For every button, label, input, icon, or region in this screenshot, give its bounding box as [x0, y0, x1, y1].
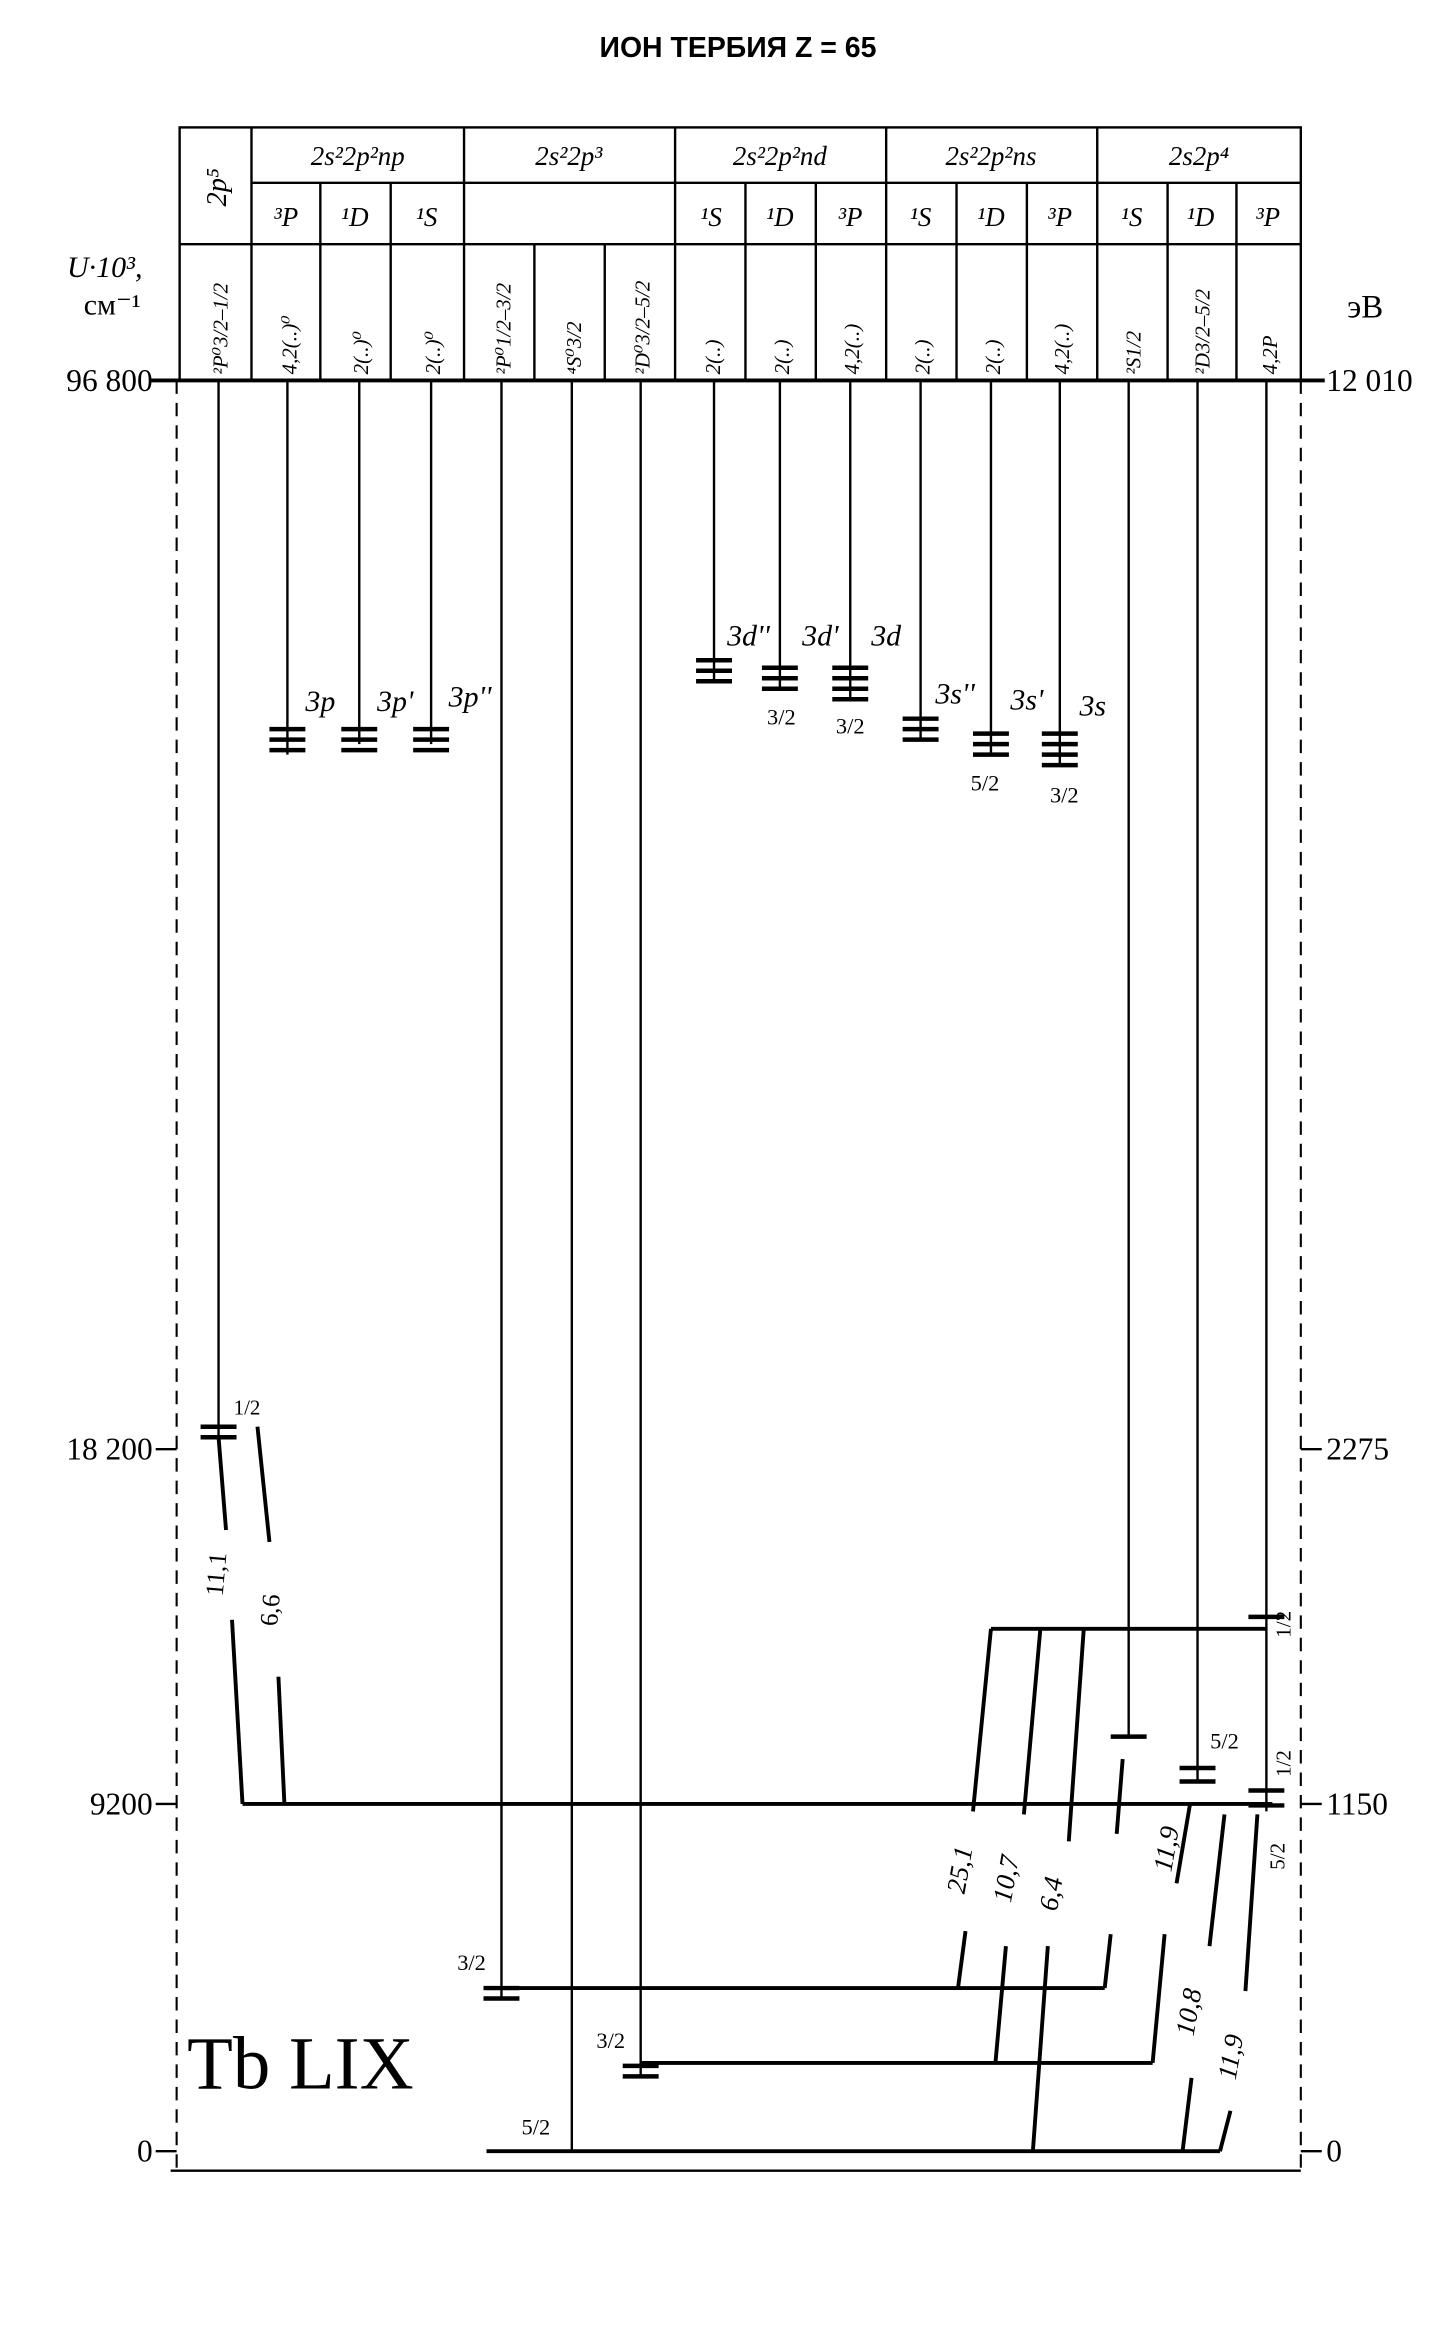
parent-term: ¹D — [1187, 202, 1215, 232]
line — [1243, 1814, 1260, 1992]
label: 3/2 — [1050, 783, 1079, 808]
label: 3s — [1078, 690, 1106, 723]
left-tick-label: 0 — [137, 2134, 153, 2169]
term-label: ⁴S⁰3/2 — [562, 321, 586, 374]
label: 5/2 — [522, 2115, 551, 2140]
parent-term: ¹D — [766, 202, 794, 232]
parent-term: ³P — [274, 202, 299, 232]
parent-term: ³P — [838, 202, 863, 232]
label: 3d — [870, 619, 902, 652]
parent-term: ¹S — [1121, 202, 1143, 232]
line — [230, 1619, 245, 1805]
term-label: 2(..)⁰ — [421, 331, 445, 375]
parent-term: ¹S — [700, 202, 722, 232]
config-label: 2s²2p³ — [535, 141, 603, 171]
line — [956, 1930, 968, 1989]
term-label: ²D⁰3/2–5/2 — [631, 280, 655, 374]
parent-term: ¹S — [416, 202, 438, 232]
term-label: 2(..) — [911, 339, 935, 374]
term-label: 2(..) — [701, 339, 725, 374]
term-label: ²P⁰1/2–3/2 — [491, 282, 515, 374]
label: 3/2 — [457, 1950, 486, 1975]
term-label: 4,2P — [1258, 335, 1282, 374]
left-tick-label: 9200 — [90, 1786, 153, 1821]
label: 3d'' — [726, 619, 770, 652]
line — [1150, 1933, 1167, 2064]
line — [993, 1945, 1008, 2064]
term-label: ²P⁰3/2–1/2 — [209, 282, 233, 374]
label: 25,1 — [941, 1844, 979, 1896]
label: 10,8 — [1170, 1986, 1208, 2038]
right-unit: эВ — [1347, 290, 1383, 326]
label: 1/2 — [1271, 1611, 1295, 1638]
label: 3p' — [376, 685, 414, 718]
label: 1/2 — [234, 1396, 261, 1420]
line — [276, 1676, 287, 1805]
left-unit: U·10³, — [67, 251, 142, 284]
parent-term: ¹D — [341, 202, 369, 232]
label: 3d' — [801, 619, 839, 652]
line — [1030, 1946, 1050, 2152]
line — [1218, 2110, 1233, 2152]
line — [255, 1426, 272, 1543]
right-tick-label: 12 010 — [1326, 363, 1412, 398]
parent-term: ³P — [1256, 202, 1281, 232]
ion-label: Tb LIX — [187, 2022, 414, 2105]
label: 3s'' — [934, 678, 975, 711]
config-label: 2p⁵ — [202, 168, 233, 206]
line — [216, 1437, 228, 1531]
label: 3p'' — [448, 681, 492, 714]
term-label: ²D3/2–5/2 — [1191, 288, 1215, 374]
label: 11,9 — [1212, 2032, 1249, 2082]
term-label: 2(..)⁰ — [349, 331, 373, 375]
term-label: 2(..) — [981, 339, 1005, 374]
left-tick-label: 18 200 — [66, 1432, 152, 1467]
label: 10,7 — [987, 1851, 1025, 1904]
label: 3s' — [1009, 684, 1044, 717]
parent-term: ³P — [1048, 202, 1073, 232]
line — [1114, 1758, 1125, 1835]
line — [1066, 1628, 1086, 1842]
term-label: 4,2(..) — [840, 324, 864, 375]
line — [1102, 1933, 1113, 1989]
parent-term: ¹D — [977, 202, 1005, 232]
line — [1207, 1814, 1227, 1947]
term-label: ²S1/2 — [1122, 330, 1146, 374]
label: 3/2 — [767, 705, 796, 730]
line — [1021, 1628, 1043, 1815]
label: 1/2 — [1271, 1750, 1295, 1777]
left-unit-2: см⁻¹ — [84, 289, 141, 322]
label: 5/2 — [1210, 1729, 1239, 1754]
config-label: 2s²2p²nd — [733, 141, 828, 171]
label: 3p — [304, 685, 335, 718]
diagram-title: ИОН ТЕРБИЯ Z = 65 — [600, 32, 877, 64]
config-label: 2s²2p²ns — [945, 141, 1036, 171]
config-label: 2s²2p²np — [311, 141, 405, 171]
label: 6,6 — [254, 1593, 286, 1627]
term-label: 4,2(..) — [1050, 324, 1074, 375]
line — [1174, 1803, 1192, 1884]
term-label: 2(..) — [770, 339, 794, 374]
label: 6,4 — [1033, 1875, 1068, 1913]
right-tick-label: 2275 — [1326, 1432, 1389, 1467]
label: 3/2 — [836, 714, 865, 739]
label: 11,1 — [200, 1551, 233, 1597]
parent-term: ¹S — [910, 202, 932, 232]
term-label: 4,2(..)⁰ — [277, 315, 301, 375]
line — [971, 1628, 993, 1812]
label: 3/2 — [596, 2028, 625, 2053]
label: 5/2 — [971, 771, 1000, 796]
left-tick-label: 96 800 — [66, 363, 152, 398]
right-tick-label: 1150 — [1326, 1786, 1388, 1821]
line — [1180, 2077, 1194, 2152]
config-label: 2s2p⁴ — [1169, 141, 1229, 171]
right-tick-label: 0 — [1326, 2134, 1342, 2169]
label: 5/2 — [1265, 1843, 1289, 1870]
